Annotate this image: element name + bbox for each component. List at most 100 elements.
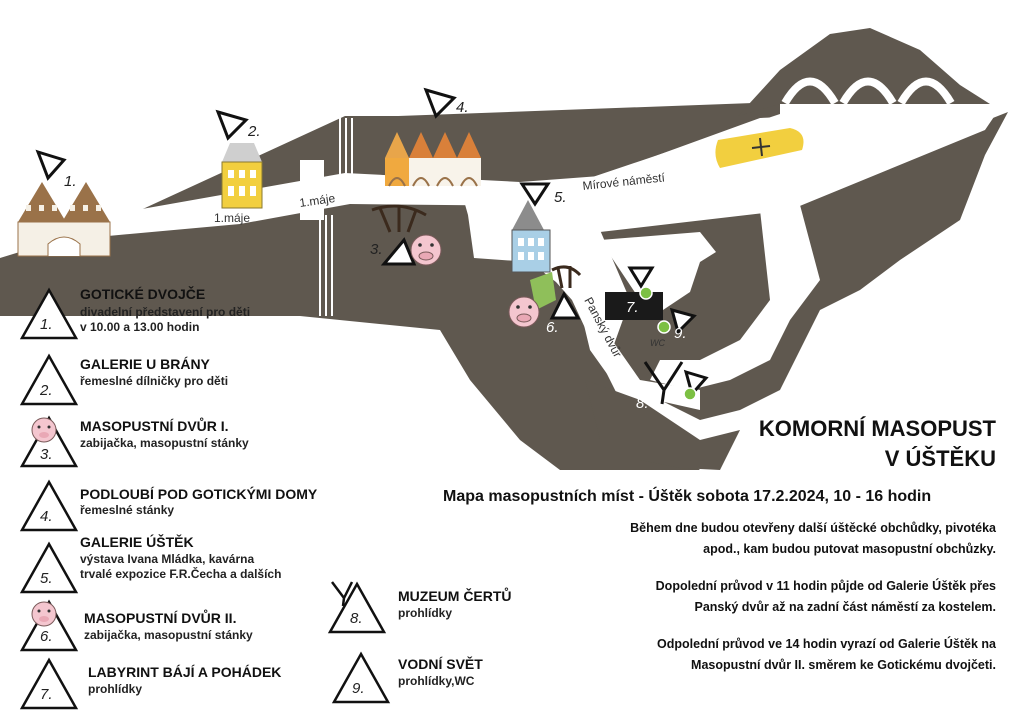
legend-line: zabijačka, masopustní stánky	[84, 628, 253, 642]
water-dots	[639, 286, 697, 401]
pig-icon-6	[508, 296, 540, 328]
legend-item-8: 8. MUZEUM ČERTŮ prohlídky	[326, 580, 566, 640]
legend-num: 4.	[40, 508, 53, 525]
church-icon	[715, 128, 804, 168]
marker-1	[35, 149, 67, 181]
marker-7	[627, 266, 655, 289]
legend-item-7: 7. LABYRINT BÁJÍ A POHÁDEK prohlídky	[18, 656, 338, 712]
info-line: Během dne budou otevřeny další úštěcké o…	[630, 521, 996, 535]
legend-line: divadelní představení pro děti	[80, 305, 251, 319]
info-paragraph-2: Dopolední průvod v 11 hodin půjde od Gal…	[576, 576, 996, 618]
green-area	[530, 272, 556, 310]
triangle-icon	[19, 353, 79, 406]
bridge-arches	[781, 77, 955, 106]
legend-line: řemeslné stánky	[80, 503, 175, 517]
title-line-1: KOMORNÍ MASOPUST	[758, 416, 996, 441]
wc-label: WC	[650, 338, 665, 348]
legend-title: MUZEUM ČERTŮ	[398, 588, 512, 604]
legend-num: 5.	[40, 570, 53, 587]
gothic-houses-icon	[385, 132, 481, 187]
marker-2	[215, 109, 249, 141]
legend-title: VODNÍ SVĚT	[398, 656, 483, 672]
info-line: Odpolední průvod ve 14 hodin vyrazí od G…	[657, 637, 996, 651]
legend-num: 7.	[40, 686, 53, 703]
legend-item-4: 4. PODLOUBÍ POD GOTICKÝMI DOMY řemeslné …	[18, 478, 348, 534]
info-line: Masopustní dvůr II. směrem ke Gotickému …	[691, 658, 996, 672]
legend-item-2: 2. GALERIE U BRÁNY řemeslné dílničky pro…	[18, 352, 338, 408]
marker-4	[423, 87, 457, 119]
gallery-ustek-icon	[511, 200, 551, 273]
map-num-3: 3.	[370, 241, 383, 258]
land-hill	[738, 28, 990, 116]
marker-3	[380, 237, 417, 266]
map-title: KOMORNÍ MASOPUST V ÚŠTĚKU	[759, 414, 996, 474]
legend-line: řemeslné dílničky pro děti	[80, 374, 229, 388]
legend-num: 8.	[350, 610, 363, 627]
gate-icon	[371, 204, 427, 233]
info-line: Dopolední průvod v 11 hodin půjde od Gal…	[655, 579, 996, 593]
triangle-icon	[331, 651, 391, 704]
devil-triangle-icon	[327, 581, 387, 634]
legend-line: v 10.00 a 13.00 hodin	[80, 320, 200, 334]
gate-icon-2	[551, 265, 582, 289]
pig-triangle-icon	[19, 415, 79, 468]
street-plaza-inner	[600, 232, 716, 312]
land-south-block	[585, 380, 740, 470]
street-east-loop	[650, 205, 820, 390]
legend-item-5: 5. GALERIE ÚŠTĚK výstava Ivana Mládka, k…	[18, 534, 338, 600]
labyrinth-building	[605, 292, 663, 320]
marker-5	[519, 182, 551, 207]
info-line: apod., kam budou putovat masopustní obch…	[703, 542, 996, 556]
pig-triangle-icon	[19, 599, 79, 652]
legend-num: 1.	[40, 316, 53, 333]
legend-title: GALERIE ÚŠTĚK	[80, 534, 194, 550]
map-num-6: 6.	[546, 319, 559, 336]
info-paragraph-1: Během dne budou otevřeny další úštěcké o…	[576, 518, 996, 560]
legend-title: PODLOUBÍ POD GOTICKÝMI DOMY	[80, 486, 318, 502]
marker-9	[669, 307, 697, 335]
street-pansky-dvur	[558, 250, 700, 410]
map-markers	[35, 87, 709, 398]
legend-num: 6.	[40, 628, 53, 645]
legend-item-6: 6. MASOPUSTNÍ DVŮR II. zabijačka, masopu…	[18, 598, 338, 658]
map-num-2: 2.	[247, 123, 261, 140]
triangle-icon	[19, 287, 79, 340]
legend-num: 2.	[40, 382, 53, 399]
street-label-maje-1: 1.máje	[214, 211, 250, 225]
gothic-twin-gate-icon	[17, 182, 111, 257]
legend-title: GALERIE U BRÁNY	[80, 356, 210, 372]
map-num-4: 4.	[456, 99, 469, 116]
map-num-9: 9.	[674, 325, 687, 342]
map-num-1: 1.	[64, 173, 77, 190]
legend-item-9: 9. VODNÍ SVĚT prohlídky,WC	[330, 650, 570, 706]
legend-line: prohlídky	[88, 682, 143, 696]
title-line-2: V ÚŠTĚKU	[884, 446, 996, 471]
pig-icon-3	[410, 234, 442, 266]
legend-title: GOTICKÉ DVOJČE	[80, 286, 206, 302]
legend-num: 9.	[352, 680, 365, 697]
map-subtitle: Mapa masopustních míst - Úštěk sobota 17…	[443, 488, 932, 505]
info-paragraph-3: Odpolední průvod ve 14 hodin vyrazí od G…	[576, 634, 996, 676]
map-num-7: 7.	[626, 299, 639, 316]
devil-marker-icon	[643, 361, 684, 405]
map-num-8: 8.	[636, 395, 649, 412]
legend-line: prohlídky	[398, 606, 453, 620]
triangle-icon	[19, 479, 79, 532]
legend-line: zabijačka, masopustní stánky	[80, 436, 249, 450]
gallery-u-brany-icon	[221, 143, 263, 209]
street-label-maje-2: 1.máje	[298, 191, 336, 210]
map-num-5: 5.	[554, 189, 567, 206]
legend-title: LABYRINT BÁJÍ A POHÁDEK	[88, 664, 282, 680]
legend-line: trvalé expozice F.R.Čecha a dalších	[80, 567, 282, 581]
marker-6	[549, 290, 581, 320]
legend-item-3: 3. MASOPUSTNÍ DVŮR I. zabijačka, masopus…	[18, 414, 338, 474]
triangle-icon	[19, 657, 79, 710]
legend-title: MASOPUSTNÍ DVŮR I.	[80, 418, 229, 434]
legend-item-1: 1. GOTICKÉ DVOJČE divadelní představení …	[18, 286, 338, 346]
legend-num: 3.	[40, 446, 53, 463]
alley-1	[300, 160, 324, 220]
info-line: Panský dvůr až na zadní část náměstí za …	[694, 600, 996, 614]
legend-title: MASOPUSTNÍ DVŮR II.	[84, 610, 237, 626]
triangle-icon	[19, 541, 79, 594]
